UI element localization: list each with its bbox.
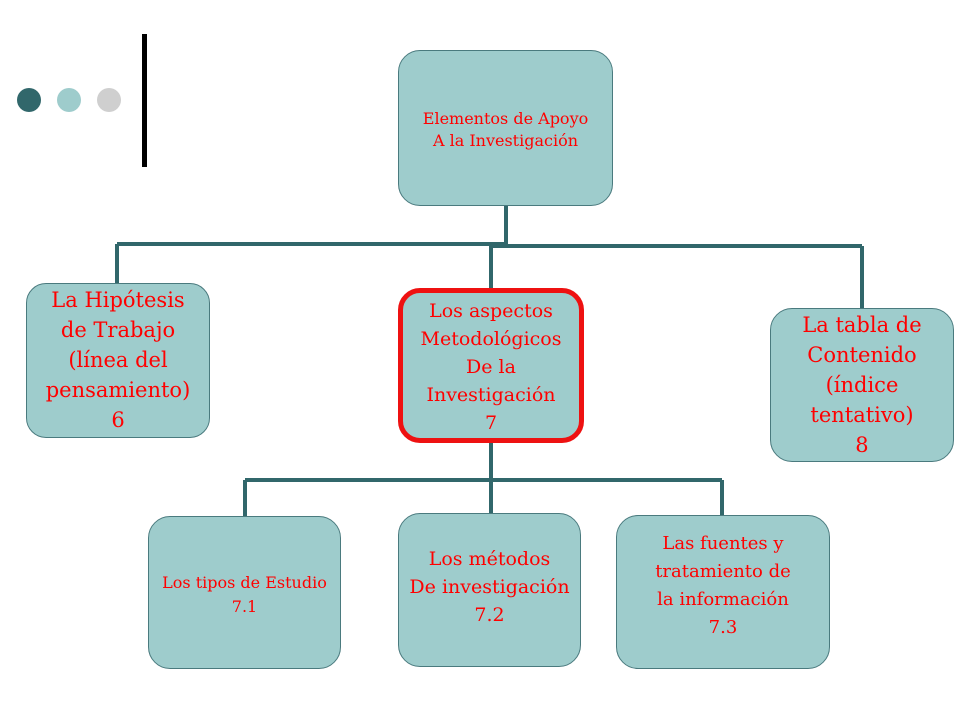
- sources-node: Las fuentes y tratamiento de la informac…: [616, 515, 830, 669]
- decorative-dot-dark: [17, 88, 41, 112]
- methods-node: Los métodos De investigación 7.2: [398, 513, 581, 667]
- hypothesis-node-label: La Hipótesis de Trabajo (línea del pensa…: [45, 288, 191, 432]
- decorative-dot-gray: [97, 88, 121, 112]
- methods-node-label: Los métodos De investigación 7.2: [409, 548, 570, 626]
- aspects-node-label: Los aspectos Metodológicos De la Investi…: [420, 299, 562, 434]
- study-types-node-label: Los tipos de Estudio 7.1: [162, 572, 327, 616]
- sources-node-label: Las fuentes y tratamiento de la informac…: [655, 533, 791, 638]
- hypothesis-node: La Hipótesis de Trabajo (línea del pensa…: [26, 283, 210, 438]
- decorative-dot-teal: [57, 88, 81, 112]
- root-node: Elementos de Apoyo A la Investigación: [398, 50, 613, 206]
- table-node-label: La tabla de Contenido (índice tentativo)…: [802, 313, 922, 457]
- root-node-label: Elementos de Apoyo A la Investigación: [422, 109, 589, 150]
- aspects-node: Los aspectos Metodológicos De la Investi…: [398, 288, 584, 443]
- table-node: La tabla de Contenido (índice tentativo)…: [770, 308, 954, 462]
- study-types-node: Los tipos de Estudio 7.1: [148, 516, 341, 669]
- decorative-vertical-bar: [142, 34, 147, 167]
